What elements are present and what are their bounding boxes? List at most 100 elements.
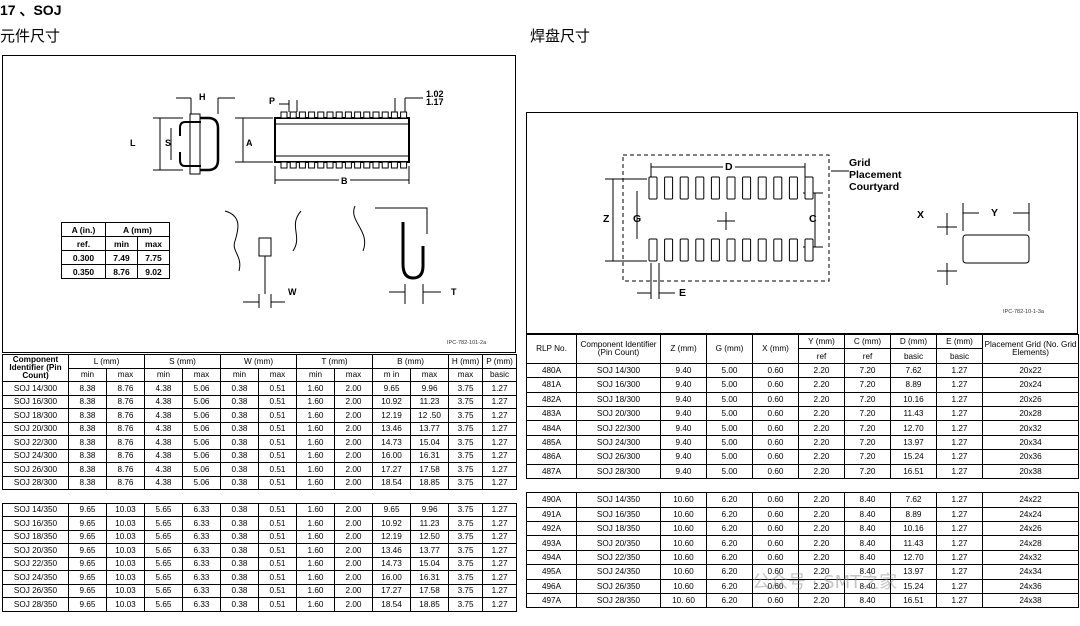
table-cell: SOJ 28/350 <box>2 597 69 612</box>
component-dimension-table: Component Identifier (Pin Count) L (mm) … <box>2 354 518 612</box>
table-cell: 10.60 <box>660 549 707 566</box>
table-cell: 486A <box>526 449 577 465</box>
col-t: T (mm) <box>296 354 374 369</box>
table-cell: 9.65 <box>68 516 107 531</box>
table-cell: 2.20 <box>798 420 845 436</box>
label-g: G <box>633 213 642 225</box>
table-cell: 5.65 <box>144 570 183 585</box>
land-pattern-drawing-panel: Grid Placement Courtyard D Z G C E X Y I… <box>526 112 1078 334</box>
table-cell: 11.23 <box>410 516 450 531</box>
table-cell: 1.27 <box>482 408 518 423</box>
table-cell: 0.51 <box>257 408 298 423</box>
table-cell: 14.73 <box>372 435 412 450</box>
table-cell: 0.51 <box>257 462 298 477</box>
table-cell: 0.51 <box>257 516 298 531</box>
table-cell: 5.00 <box>706 463 753 479</box>
table-cell: 15.04 <box>410 435 450 450</box>
table-cell: 1.27 <box>936 578 983 595</box>
left-subheader-cell: max <box>448 367 484 382</box>
table-cell: 5.06 <box>182 381 221 396</box>
table-cell: 0.60 <box>752 405 799 422</box>
table-cell: 6.20 <box>706 578 753 595</box>
table-cell: 2.00 <box>334 381 374 396</box>
table-cell: 0.51 <box>257 502 298 517</box>
right-subtitle: 焊盘尺寸 <box>530 27 591 45</box>
section-title: 17 、SOJ <box>0 2 62 18</box>
table-cell: SOJ 28/300 <box>576 463 661 479</box>
table-cell: 6.33 <box>182 529 221 544</box>
table-cell: 6.20 <box>706 564 753 580</box>
table-cell: 8.38 <box>68 394 107 409</box>
table-cell: 7.20 <box>844 391 891 407</box>
table-cell: SOJ 20/350 <box>2 543 69 558</box>
table-cell: SOJ 26/300 <box>576 449 661 465</box>
left-subheader-cell: m in <box>372 367 412 382</box>
table-cell: 16.00 <box>372 448 412 463</box>
table-cell: 24x22 <box>982 492 1079 508</box>
table-cell: 492A <box>526 521 577 537</box>
table-cell: 7.20 <box>844 405 891 422</box>
table-cell: 18.85 <box>410 475 450 490</box>
table-cell: 5.00 <box>706 420 753 436</box>
table-cell: 1.27 <box>482 394 518 409</box>
table-cell: 8.76 <box>106 381 145 396</box>
table-cell: 6.33 <box>182 543 221 558</box>
a-min-header: min <box>105 236 138 251</box>
col-w: W (mm) <box>219 354 298 369</box>
table-cell: SOJ 16/350 <box>576 506 661 523</box>
a-table-cell: 0.350 <box>61 264 106 279</box>
table-cell: SOJ 16/350 <box>2 516 69 531</box>
label-a: A <box>246 138 253 148</box>
a-mm-header: A (mm) <box>105 222 170 237</box>
table-cell: 8.38 <box>68 448 107 463</box>
table-cell: 3.75 <box>448 394 484 409</box>
table-cell: 0.60 <box>752 434 799 451</box>
table-cell: 24x26 <box>982 521 1079 537</box>
component-pin <box>317 111 325 119</box>
table-cell: 1.27 <box>936 492 983 508</box>
table-cell: 1.27 <box>936 535 983 551</box>
label-x: X <box>917 209 925 221</box>
table-cell: 20x24 <box>982 377 1079 393</box>
table-cell: 6.20 <box>706 521 753 537</box>
table-cell: 10.92 <box>372 394 412 409</box>
table-cell: 10.03 <box>106 583 145 598</box>
component-pin <box>326 161 334 169</box>
table-cell: 0.60 <box>752 391 799 407</box>
pad-row-bottom <box>648 238 814 262</box>
table-cell: 0.38 <box>220 421 259 436</box>
table-cell: SOJ 16/300 <box>576 377 661 393</box>
table-cell: 20x32 <box>982 420 1079 436</box>
left-subheader-cell: max <box>106 367 145 382</box>
col-rlp-no: RLP No. <box>526 334 577 364</box>
table-cell: 0.51 <box>257 394 298 409</box>
left-subheader-cell: min <box>220 367 259 382</box>
table-cell: 12.19 <box>372 408 412 423</box>
table-cell: 0.60 <box>752 362 799 379</box>
table-cell: 7.62 <box>890 492 937 508</box>
table-cell: 1.27 <box>936 362 983 379</box>
label-placement: Placement <box>849 169 902 181</box>
table-cell: 1.27 <box>482 435 518 450</box>
table-cell: 8.40 <box>844 492 891 508</box>
table-cell: 495A <box>526 564 577 580</box>
table-cell: 10.60 <box>660 506 707 523</box>
table-cell: SOJ 22/300 <box>576 420 661 436</box>
watermark: 公众号 · SMT之家 <box>752 572 898 593</box>
land-pad <box>773 238 783 262</box>
table-cell: 2.00 <box>334 462 374 477</box>
table-cell: 15.04 <box>410 556 450 571</box>
table-cell: 8.38 <box>68 421 107 436</box>
table-cell: 3.75 <box>448 475 484 490</box>
col-x: X (mm) <box>752 334 799 364</box>
land-pad <box>695 176 705 200</box>
